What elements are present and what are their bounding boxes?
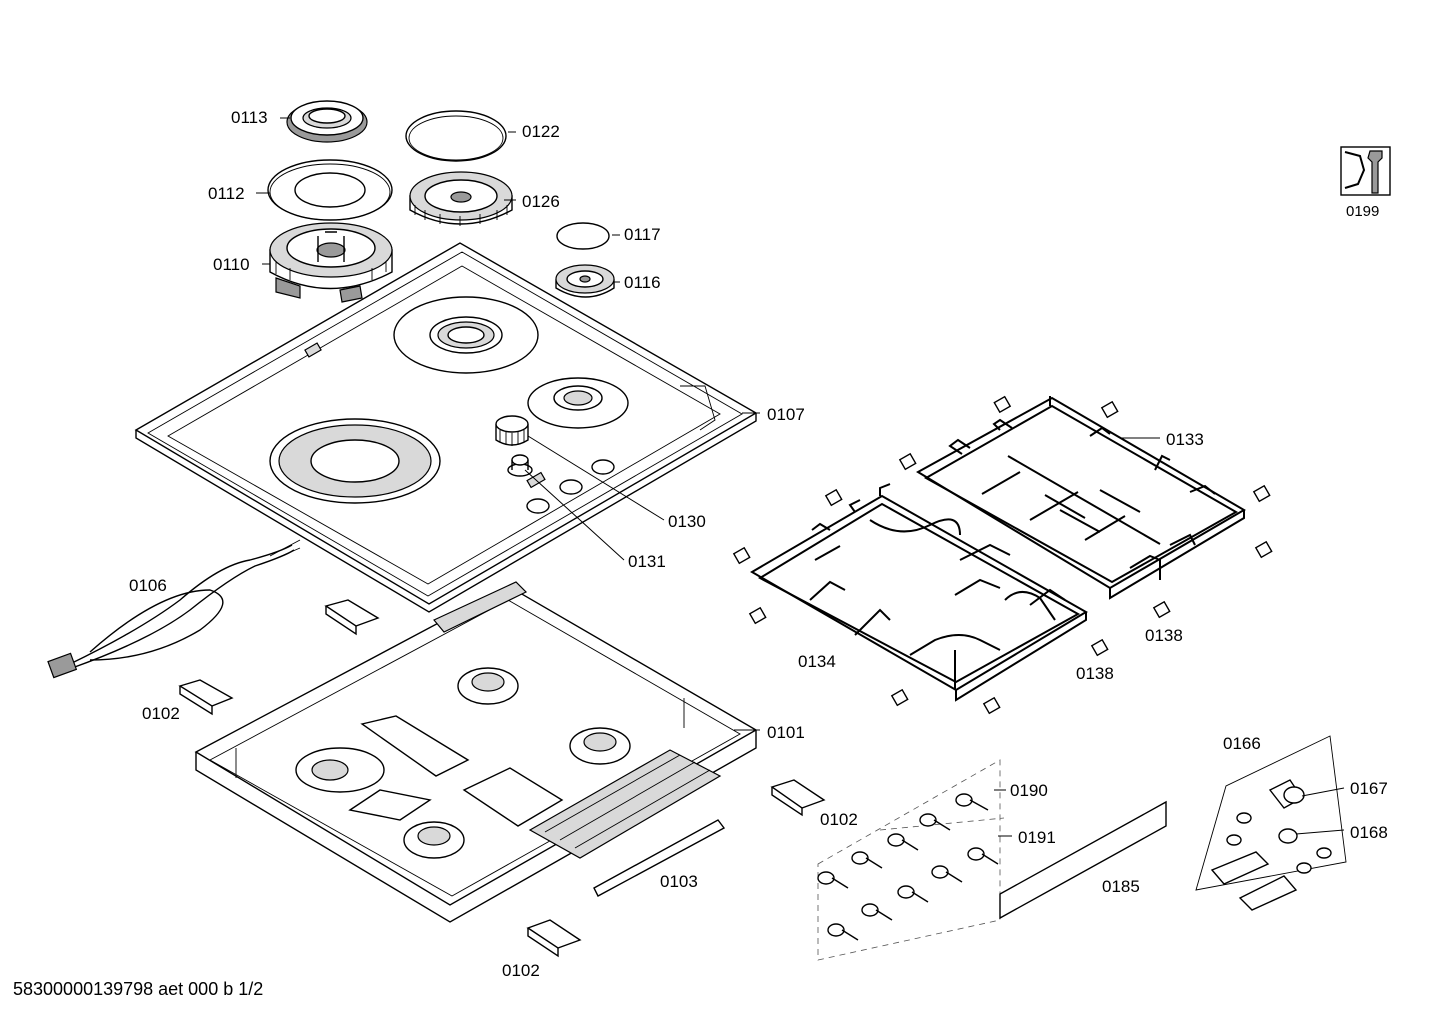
burner-cap-0122: [405, 110, 507, 162]
clamp-bracket-0102-c: [770, 779, 826, 817]
screw: [851, 851, 883, 869]
label-0134: 0134: [798, 652, 836, 671]
base-tray-0101: [194, 581, 758, 923]
burner-small-0116: [555, 264, 615, 298]
power-cable-0106: [47, 539, 301, 679]
label-0168: 0168: [1350, 823, 1388, 842]
clamp-bracket-0102-b: [178, 679, 234, 716]
label-0190: 0190: [1010, 781, 1048, 800]
label-0117: 0117: [624, 225, 661, 244]
label-0167: 0167: [1350, 779, 1388, 798]
ignition-part-0131: [507, 454, 533, 477]
label-0102-b: 0102: [820, 810, 858, 829]
label-0102-a: 0102: [142, 704, 180, 723]
screw: [887, 833, 919, 851]
label-0106: 0106: [129, 576, 167, 595]
label-0113: 0113: [231, 108, 268, 127]
wrench-service-icon: [1340, 146, 1391, 196]
gas-connection-kit-0166: [1195, 735, 1347, 911]
label-0112: 0112: [208, 184, 245, 203]
position-labels: 0113 0122 0112 0126 0110 0117 0116 0199 …: [129, 108, 1388, 980]
label-0191: 0191: [1018, 828, 1056, 847]
control-knob-0130: [495, 415, 529, 446]
label-0199: 0199: [1346, 203, 1379, 220]
label-0122: 0122: [522, 122, 560, 141]
label-0116: 0116: [624, 273, 661, 292]
burner-cap-small-0117: [556, 222, 610, 250]
screw: [931, 865, 963, 883]
label-0107: 0107: [767, 405, 805, 424]
label-0138-a: 0138: [1145, 626, 1183, 645]
document-footer-id: 58300000139798 aet 000 b 1/2: [13, 979, 264, 999]
screw: [861, 903, 893, 921]
label-plate-0185: [999, 800, 1167, 920]
burner-cap-ring-0113: [286, 100, 368, 143]
label-0130: 0130: [668, 512, 706, 531]
seal-strip-0103: [593, 819, 726, 897]
label-0110: 0110: [213, 255, 250, 274]
label-0101: 0101: [767, 723, 805, 742]
screw: [967, 847, 999, 865]
pan-support-grate-0133: [916, 396, 1246, 600]
hob-top-plate-0107: [134, 242, 758, 613]
label-0131: 0131: [628, 552, 666, 571]
label-0138-b: 0138: [1076, 664, 1114, 683]
label-0185: 0185: [1102, 877, 1140, 896]
burner-base-0110: [269, 222, 393, 303]
leader-lines: [256, 117, 1345, 837]
clamp-bracket-0102-d: [526, 919, 582, 958]
clamp-bracket-0102-a: [324, 599, 380, 636]
label-0166: 0166: [1223, 734, 1261, 753]
screw-set-0190-0191: [817, 759, 1005, 961]
pan-support-grate-0134: [750, 483, 1088, 702]
screw: [955, 793, 989, 811]
label-0102-c: 0102: [502, 961, 540, 980]
screw: [897, 885, 929, 903]
label-0133: 0133: [1166, 430, 1204, 449]
label-0126: 0126: [522, 192, 560, 211]
screw: [827, 923, 859, 941]
label-0103: 0103: [660, 872, 698, 891]
rubber-feet-0138: [732, 395, 1273, 715]
screw: [817, 871, 849, 889]
burner-crown-0126: [409, 171, 513, 226]
screw: [919, 813, 951, 831]
burner-ring-0112: [267, 159, 393, 221]
